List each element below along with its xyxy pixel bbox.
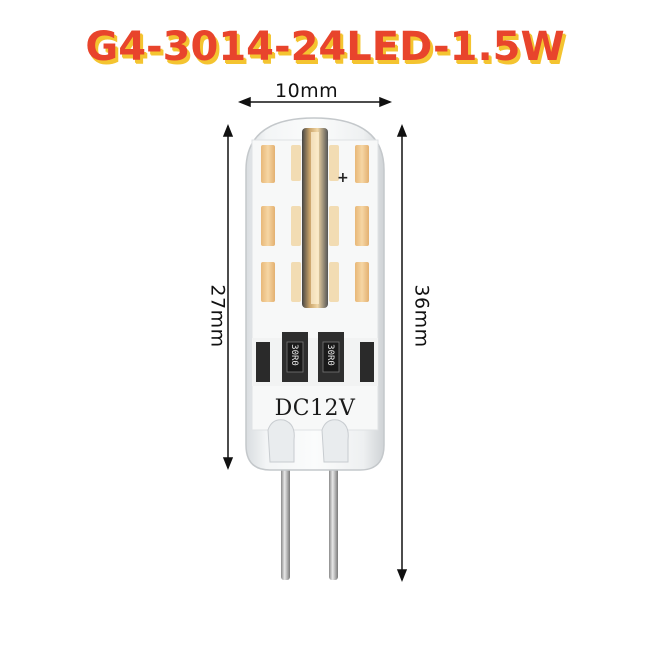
- polarity-mark: +: [337, 170, 349, 186]
- body-height-dimension-line: [222, 123, 234, 471]
- base-stems: [267, 419, 349, 463]
- connector-pins: [281, 455, 338, 580]
- product-title: G4-3014-24LED-1.5W: [85, 24, 565, 70]
- led-chips: [261, 145, 369, 302]
- driver-board: [252, 332, 378, 386]
- resistor-label-right: 30R0: [324, 344, 335, 366]
- width-dimension-label: 10mm: [275, 80, 339, 102]
- voltage-label: DC12V: [274, 396, 356, 421]
- total-height-dimension-line: [396, 123, 408, 583]
- width-dimension-line: [237, 96, 393, 108]
- resistor-label-left: 30R0: [288, 344, 299, 366]
